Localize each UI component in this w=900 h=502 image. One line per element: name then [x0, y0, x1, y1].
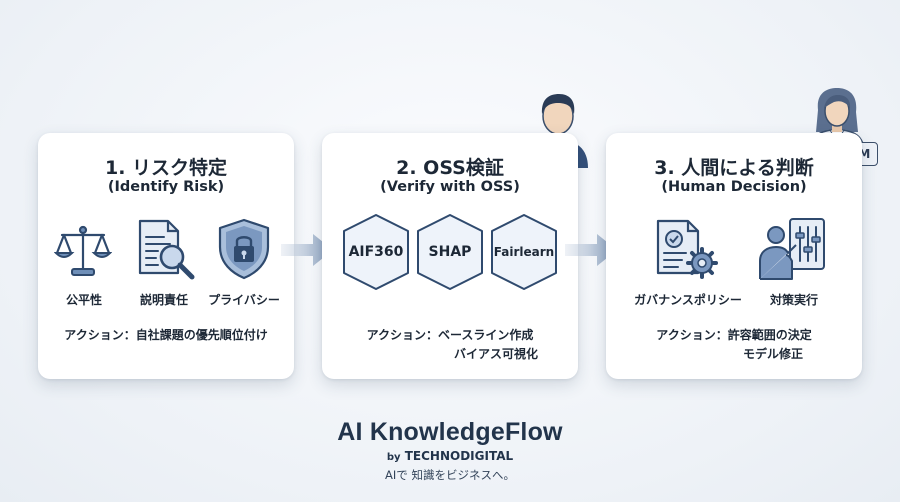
action-line-1: アクション：許容範囲の決定	[656, 328, 812, 342]
step-action: アクション：自社課題の優先順位付け	[38, 326, 294, 345]
hexagon-aif360	[343, 214, 409, 290]
brand-name: AI KnowledgeFlow	[337, 418, 563, 446]
hexagon-shap	[417, 214, 483, 290]
step-subtitle: (Verify with OSS)	[380, 179, 520, 195]
step-action: アクション：ベースライン作成 バイアス可視化	[322, 326, 578, 364]
item-label-fairness: 公平性	[65, 293, 103, 307]
item-label-privacy: プライバシー	[208, 293, 280, 307]
tool-hexagons	[343, 214, 557, 290]
tool-label-aif360: AIF360	[348, 244, 404, 260]
by-text: by	[386, 452, 401, 463]
step-title: 2. OSS検証	[396, 157, 504, 179]
step-card-identify-risk: 1. リスク特定 (Identify Risk) 公平性 説明	[38, 133, 294, 379]
step-subtitle: (Identify Risk)	[107, 179, 225, 195]
step-card-verify-oss: 2. OSS検証 (Verify with OSS) AIF360 SHAP F…	[322, 133, 578, 379]
item-label-accountability: 説明責任	[139, 293, 189, 307]
step-title: 3. 人間による判断	[654, 157, 814, 179]
item-label-countermeasure: 対策実行	[769, 293, 819, 307]
step-action: アクション：許容範囲の決定 モデル修正	[606, 326, 862, 364]
arrow-right-icon	[281, 234, 333, 266]
step-title: 1. リスク特定	[104, 157, 228, 179]
brand-tagline: AIで 知識をビジネスへ。	[385, 468, 515, 482]
action-line-2: バイアス可視化	[453, 347, 538, 361]
tool-label-shap: SHAP	[428, 244, 472, 260]
step-card-human-decision: 3. 人間による判断 (Human Decision)	[606, 133, 862, 379]
action-line-1: アクション：ベースライン作成	[366, 328, 534, 342]
hexagon-fairlearn	[491, 214, 557, 290]
tool-label-fairlearn: Fairlearn	[493, 245, 555, 259]
policy-document-gear-icon	[656, 219, 718, 279]
scales-icon	[54, 225, 112, 276]
document-search-icon	[138, 219, 195, 280]
arrow-right-icon	[565, 234, 617, 266]
person-dashboard-icon	[759, 218, 825, 280]
brand-byline: by TECHNODIGITAL	[0, 449, 900, 463]
step-subtitle: (Human Decision)	[661, 179, 807, 195]
shield-lock-icon	[218, 218, 270, 280]
action-line-2: モデル修正	[742, 347, 803, 361]
action-line-1: アクション：自社課題の優先順位付け	[64, 328, 268, 342]
company-name: TECHNODIGITAL	[404, 449, 514, 463]
item-label-governance-policy: ガバナンスポリシー	[634, 293, 742, 307]
